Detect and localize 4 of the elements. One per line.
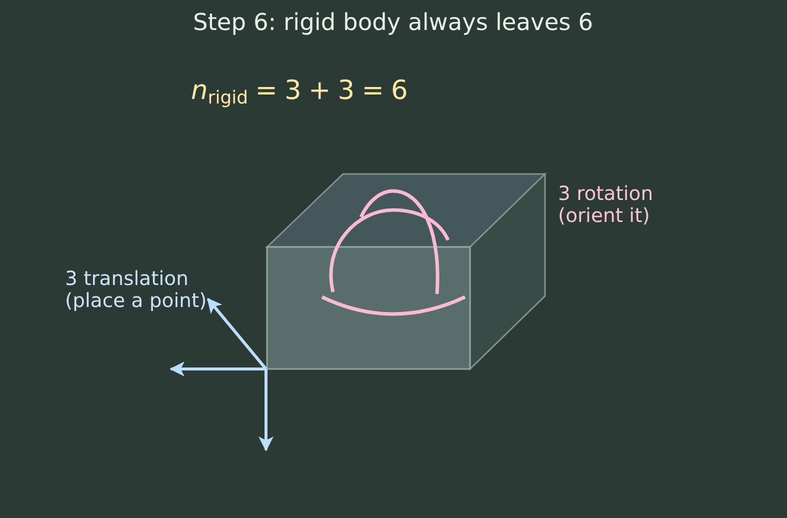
title: Step 6: rigid body always leaves 6 [193, 9, 594, 37]
formula: n$_{rigid}$ = 3 + 3 = 6 [191, 74, 408, 108]
translation-label: 3 translation (place a point) [65, 268, 208, 312]
rotation-label: 3 rotation (orient it) [558, 183, 654, 227]
